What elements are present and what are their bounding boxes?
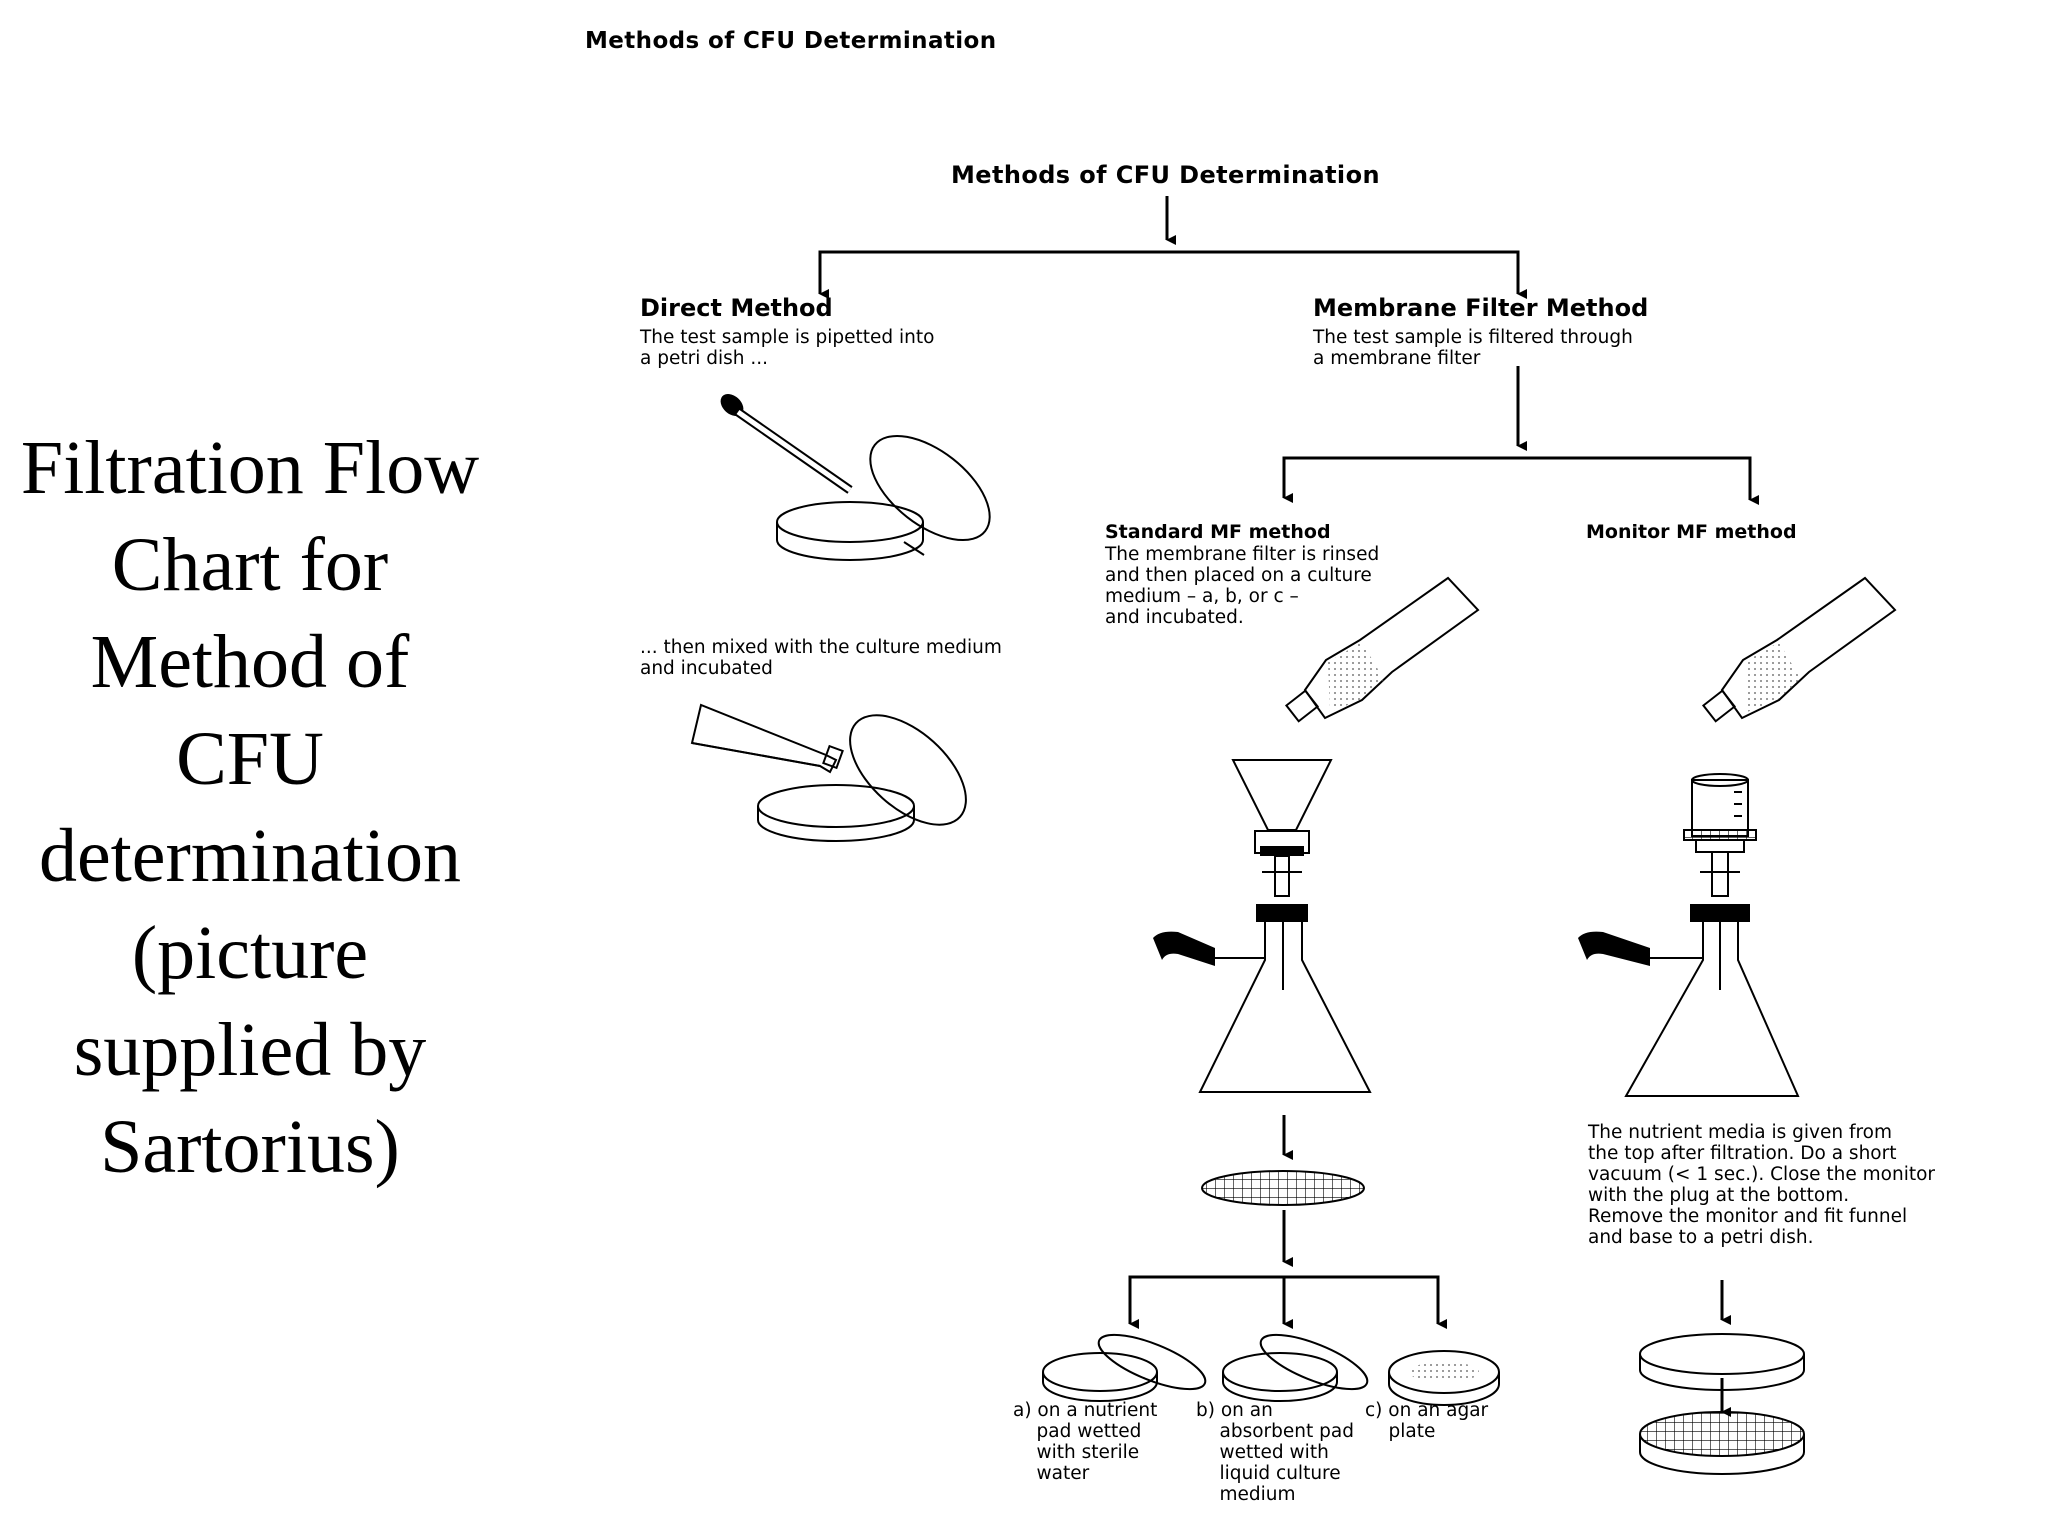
direct-method-heading: Direct Method xyxy=(640,294,833,322)
direct-method-step2-text: ... then mixed with the culture medium a… xyxy=(640,637,1002,679)
pouring-flask-icon xyxy=(690,703,844,774)
connector-top-split xyxy=(818,196,1527,299)
petri-dish-icon-1 xyxy=(776,434,991,561)
dish-option-c-icon xyxy=(1388,1350,1500,1406)
vacuum-flask-icon-monitor xyxy=(1578,922,1800,1097)
connector-standard-options xyxy=(1128,1210,1447,1329)
slide-title: Filtration Flow Chart for Method of CFU … xyxy=(20,426,480,1189)
pipette-icon xyxy=(720,394,853,494)
vacuum-flask-icon-standard xyxy=(1153,922,1372,1093)
membrane-filter-heading: Membrane Filter Method xyxy=(1313,294,1649,322)
petri-dish-icon-2 xyxy=(757,714,967,842)
standard-mf-text: The membrane filter is rinsed and then p… xyxy=(1105,544,1380,628)
membrane-filter-text: The test sample is filtered through a me… xyxy=(1313,327,1633,369)
bottle-icon-monitor xyxy=(1701,576,1897,723)
slide-header: Methods of CFU Determination xyxy=(585,28,997,54)
monitor-mf-heading: Monitor MF method xyxy=(1586,521,1797,543)
filter-funnel-icon xyxy=(1231,759,1333,922)
filter-monitor-icon xyxy=(1683,773,1757,922)
diagram-title: Methods of CFU Determination xyxy=(951,161,1380,189)
connector-membrane-split xyxy=(1282,366,1759,505)
petri-dish-with-filter-icon xyxy=(1639,1333,1805,1475)
bottle-icon-standard xyxy=(1284,576,1480,723)
monitor-mf-text: The nutrient media is given from the top… xyxy=(1588,1122,1936,1248)
membrane-filter-icon xyxy=(1201,1170,1365,1206)
dish-option-a-icon xyxy=(1042,1333,1207,1402)
option-a-label: a) on a nutrient pad wetted with sterile… xyxy=(1013,1400,1158,1484)
option-b-label: b) on an absorbent pad wetted with liqui… xyxy=(1196,1400,1354,1505)
direct-method-step1-text: The test sample is pipetted into a petri… xyxy=(640,327,935,369)
standard-mf-heading: Standard MF method xyxy=(1105,521,1331,543)
dish-option-b-icon xyxy=(1222,1333,1369,1402)
